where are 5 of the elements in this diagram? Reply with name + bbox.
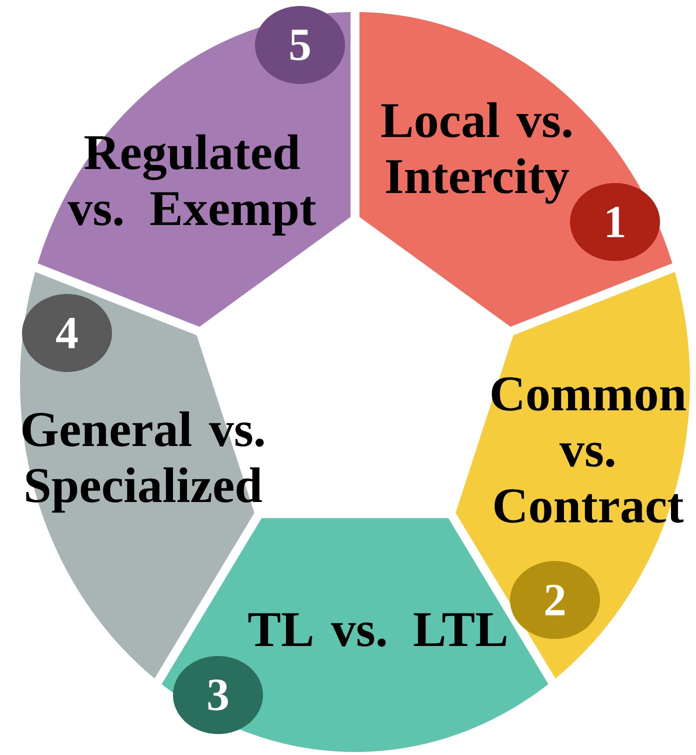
number-badge: 4 xyxy=(22,294,112,372)
number-badge: 5 xyxy=(255,6,345,84)
number-badge: 3 xyxy=(173,656,263,734)
number-badge: 1 xyxy=(570,183,660,261)
number-badge: 2 xyxy=(510,561,600,639)
